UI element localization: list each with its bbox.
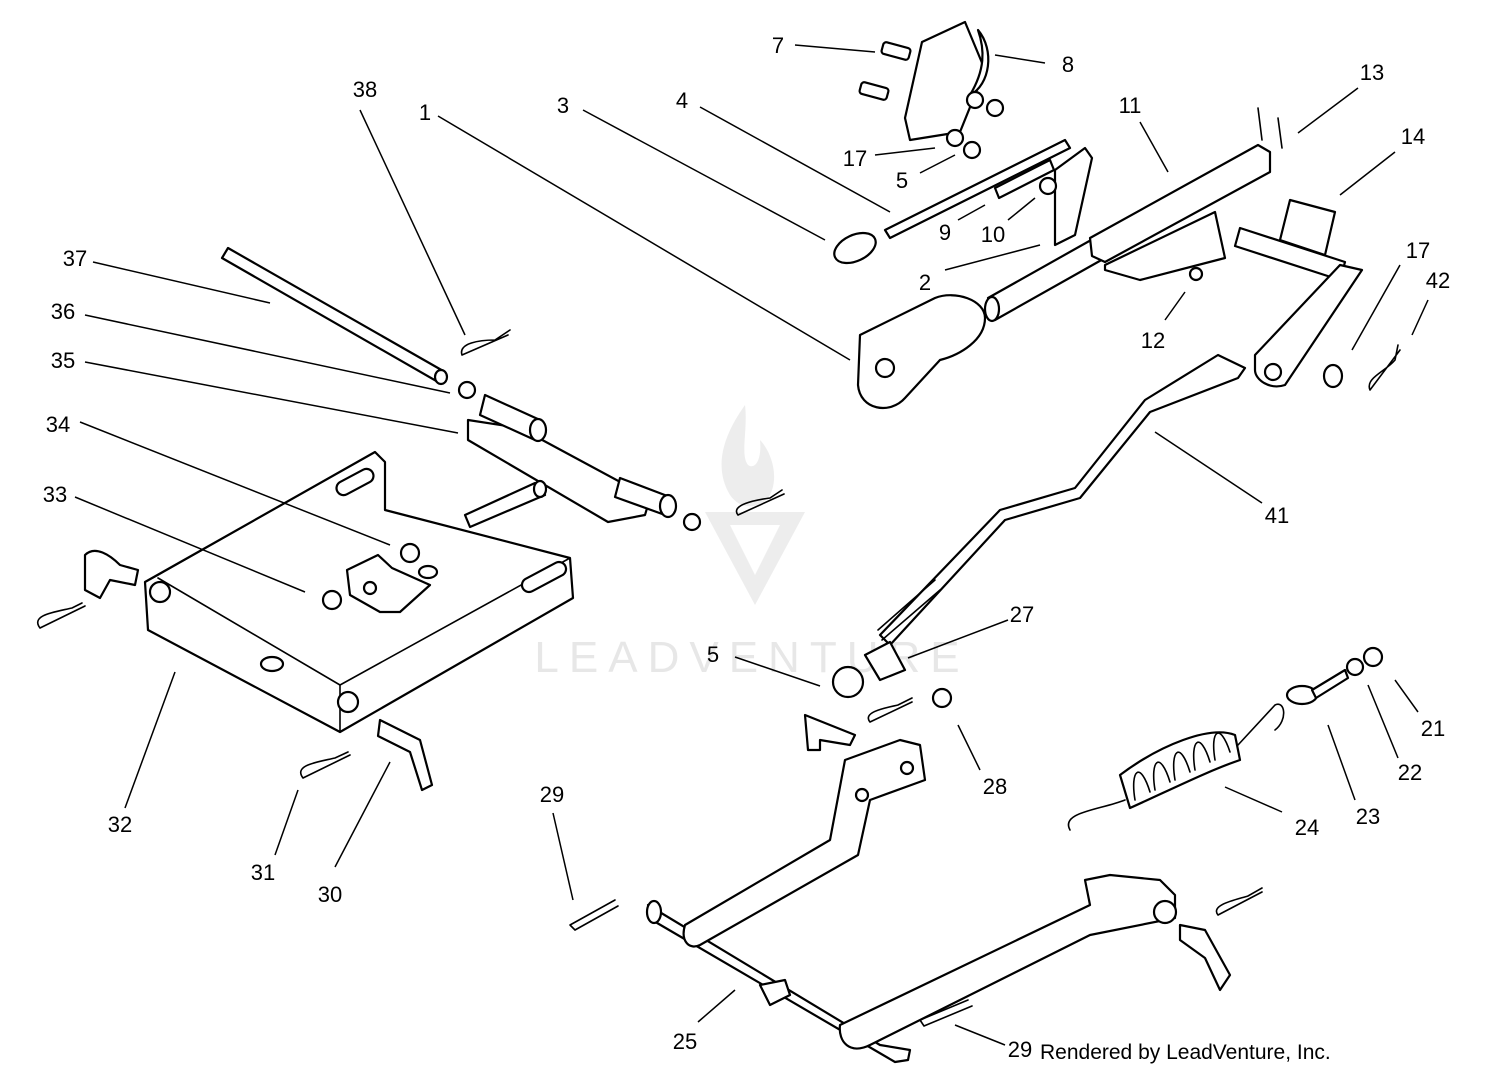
callout-30: 30 xyxy=(318,882,342,907)
part-pivot-plate xyxy=(833,20,1072,265)
part-seat-bracket xyxy=(220,246,702,532)
callout-23: 23 xyxy=(1356,804,1380,829)
watermark-text: LEADVENTURE xyxy=(534,633,969,682)
callout-29-bottom: 29 xyxy=(1008,1037,1032,1062)
callout-41: 41 xyxy=(1265,503,1289,528)
callout-38: 38 xyxy=(353,77,377,102)
callout-42: 42 xyxy=(1426,268,1450,293)
callout-3: 3 xyxy=(557,93,569,118)
callout-24: 24 xyxy=(1295,815,1319,840)
part-lift-shaft xyxy=(645,738,1178,1064)
callout-17-top: 17 xyxy=(843,146,867,171)
callout-17-right: 17 xyxy=(1406,238,1430,263)
callout-36: 36 xyxy=(51,299,75,324)
callout-5-mid: 5 xyxy=(707,642,719,667)
part-spring xyxy=(1067,646,1384,831)
callout-29-left: 29 xyxy=(540,782,564,807)
callout-1: 1 xyxy=(419,100,431,125)
watermark: LEADVENTURE xyxy=(534,405,969,682)
callout-34: 34 xyxy=(46,412,70,437)
part-lift-rod xyxy=(831,353,1247,709)
callout-9: 9 xyxy=(939,220,951,245)
part-seat-plate xyxy=(143,450,575,734)
callouts: 1 2 3 4 5 7 8 9 10 11 12 13 14 17 17 42 … xyxy=(43,33,1450,1062)
callout-32: 32 xyxy=(108,812,132,837)
footer-credit: Rendered by LeadVenture, Inc. xyxy=(1040,1041,1331,1064)
callout-33: 33 xyxy=(43,482,67,507)
callout-5-top: 5 xyxy=(896,168,908,193)
callout-10: 10 xyxy=(981,222,1005,247)
callout-25: 25 xyxy=(673,1029,697,1054)
callout-37: 37 xyxy=(63,246,87,271)
callout-14: 14 xyxy=(1401,124,1425,149)
part-lift-bar xyxy=(856,107,1364,409)
callout-12: 12 xyxy=(1141,328,1165,353)
part-pins xyxy=(37,329,1401,1027)
callout-28: 28 xyxy=(983,774,1007,799)
callout-31: 31 xyxy=(251,860,275,885)
callout-11: 11 xyxy=(1119,93,1142,118)
callout-27: 27 xyxy=(1010,602,1034,627)
callout-22: 22 xyxy=(1398,760,1422,785)
callout-35: 35 xyxy=(51,348,75,373)
callout-4: 4 xyxy=(676,88,688,113)
watermark-flame-icon xyxy=(721,405,775,507)
callout-8: 8 xyxy=(1062,52,1074,77)
leader-lines xyxy=(74,44,1429,1046)
watermark-v-icon xyxy=(705,512,805,605)
callout-13: 13 xyxy=(1360,60,1384,85)
callout-7: 7 xyxy=(772,33,784,58)
callout-2: 2 xyxy=(919,270,931,295)
callout-21: 21 xyxy=(1421,716,1445,741)
